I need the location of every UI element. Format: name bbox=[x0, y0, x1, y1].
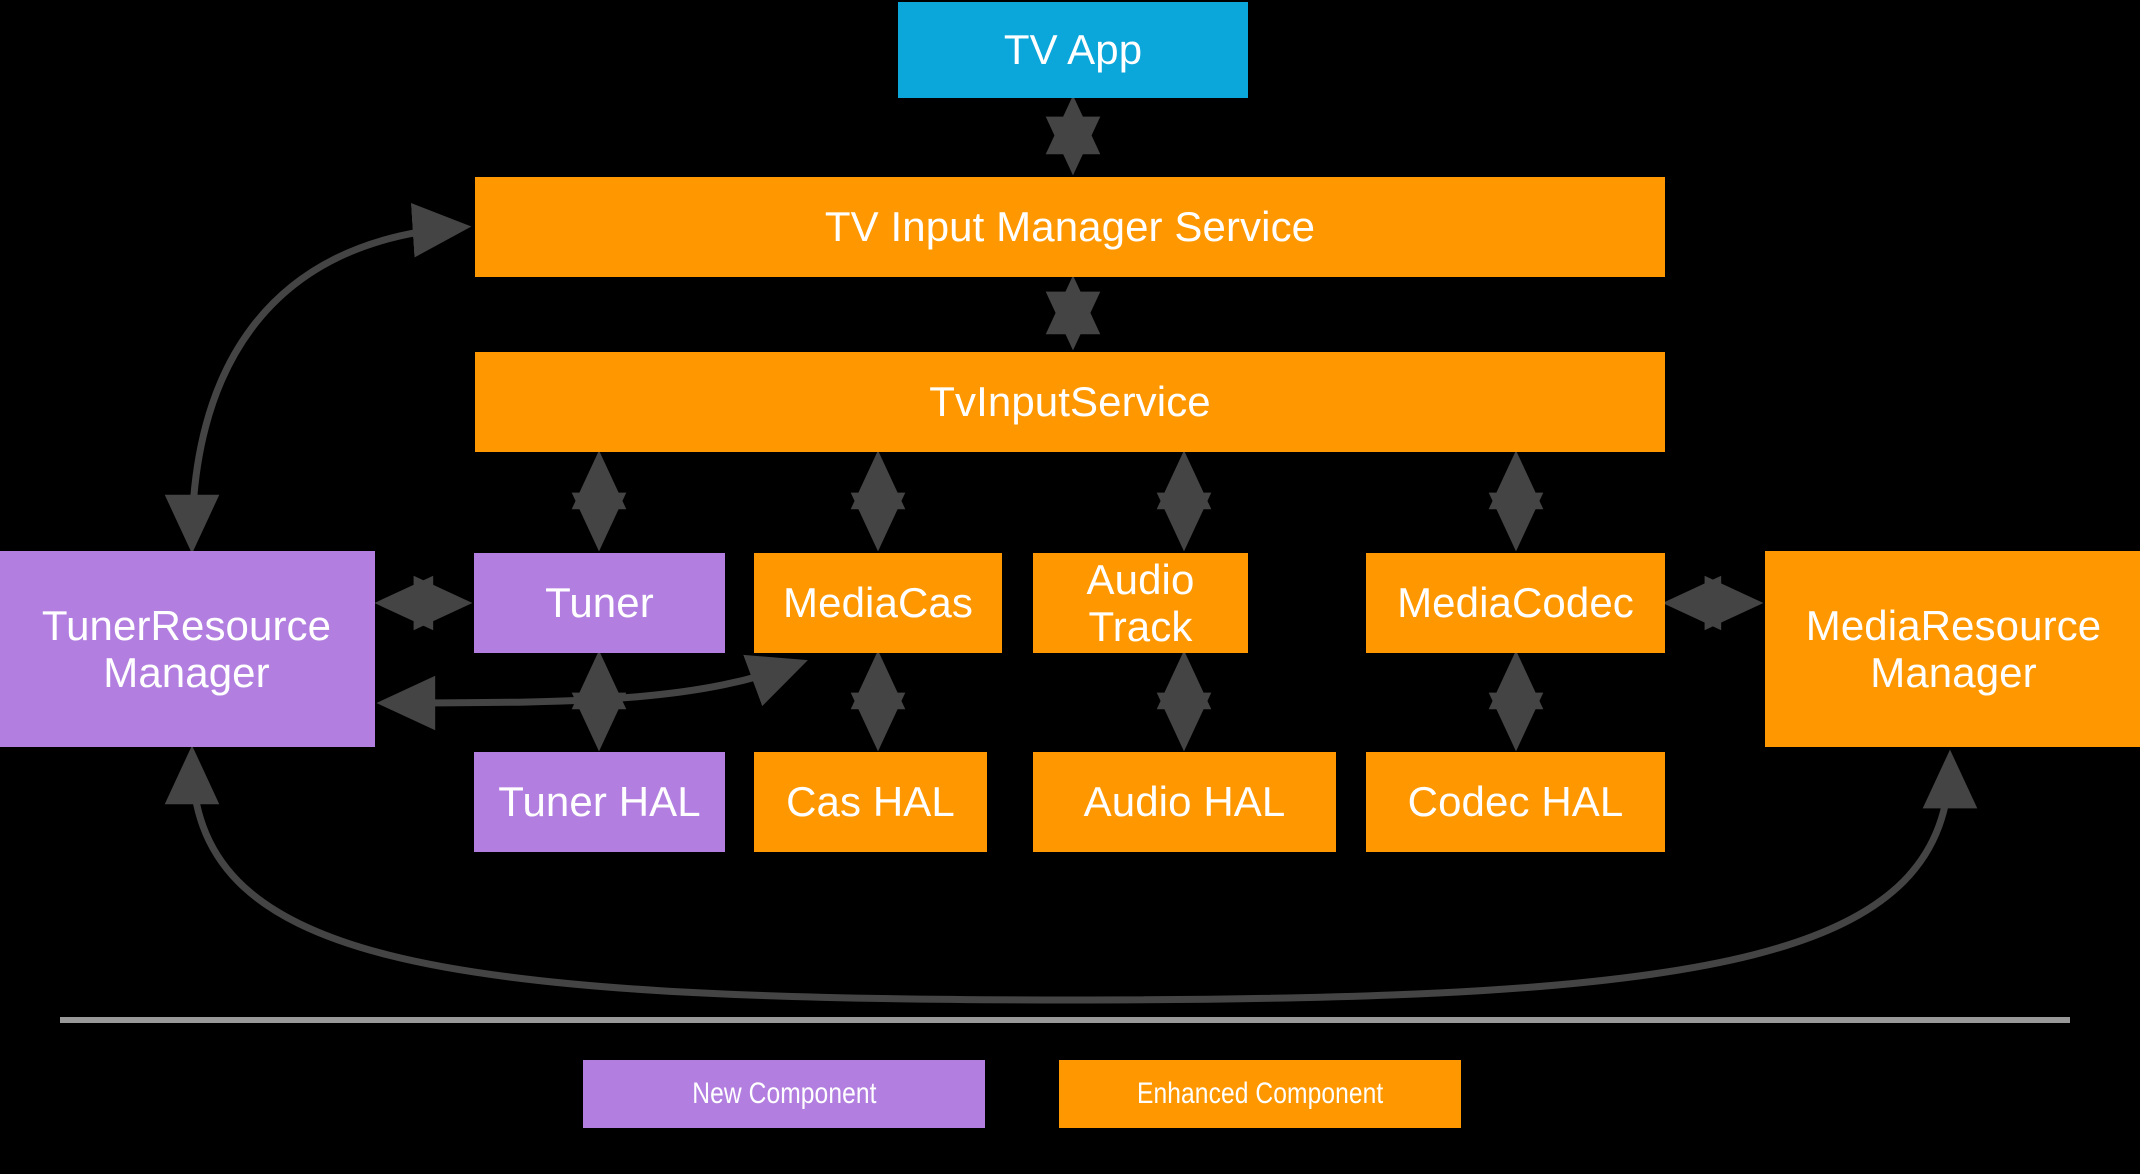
node-media-resource-manager-line2: Manager bbox=[1870, 649, 2037, 696]
node-tuner[interactable]: Tuner bbox=[474, 553, 725, 653]
connector-trm-mediacas-curve bbox=[376, 654, 808, 731]
node-media-codec-label: MediaCodec bbox=[1397, 579, 1634, 627]
node-audio-track[interactable]: Audio Track bbox=[1033, 553, 1248, 653]
node-tv-input-manager-service-label: TV Input Manager Service bbox=[824, 203, 1316, 251]
legend-new-component: New Component bbox=[583, 1060, 985, 1128]
node-cas-hal[interactable]: Cas HAL bbox=[754, 752, 987, 852]
node-codec-hal[interactable]: Codec HAL bbox=[1366, 752, 1665, 852]
legend-enhanced-component: Enhanced Component bbox=[1059, 1060, 1461, 1128]
node-tuner-label: Tuner bbox=[545, 579, 654, 627]
node-tv-input-service-label: TvInputService bbox=[929, 378, 1211, 426]
node-tv-input-manager-service[interactable]: TV Input Manager Service bbox=[475, 177, 1665, 277]
node-audio-hal[interactable]: Audio HAL bbox=[1033, 752, 1336, 852]
node-media-cas-label: MediaCas bbox=[783, 579, 973, 627]
node-media-resource-manager[interactable]: MediaResource Manager bbox=[1765, 551, 2140, 747]
node-audio-track-label: Audio Track bbox=[1086, 555, 1195, 650]
node-audio-hal-label: Audio HAL bbox=[1083, 778, 1286, 826]
node-media-codec[interactable]: MediaCodec bbox=[1366, 553, 1665, 653]
node-cas-hal-label: Cas HAL bbox=[786, 778, 955, 826]
node-tuner-resource-manager[interactable]: TunerResource Manager bbox=[0, 551, 375, 747]
node-media-resource-manager-label: MediaResource Manager bbox=[1798, 602, 2109, 696]
node-tuner-resource-manager-line2: Manager bbox=[103, 649, 270, 696]
node-media-cas[interactable]: MediaCas bbox=[754, 553, 1002, 653]
node-tv-app-label: TV App bbox=[1003, 26, 1143, 74]
node-media-resource-manager-line1: MediaResource bbox=[1805, 601, 2102, 649]
node-tuner-resource-manager-line1: TunerResource bbox=[41, 601, 332, 649]
legend-new-component-label: New Component bbox=[691, 1077, 877, 1111]
node-tuner-hal-label: Tuner HAL bbox=[498, 778, 701, 826]
node-codec-hal-label: Codec HAL bbox=[1407, 778, 1624, 826]
legend-enhanced-component-label: Enhanced Component bbox=[1136, 1077, 1384, 1111]
node-tuner-resource-manager-label: TunerResource Manager bbox=[34, 602, 339, 696]
connector-trm-tims-curve bbox=[164, 203, 472, 554]
node-tuner-hal[interactable]: Tuner HAL bbox=[474, 752, 725, 852]
node-tv-app[interactable]: TV App bbox=[898, 2, 1248, 98]
node-tv-input-service[interactable]: TvInputService bbox=[475, 352, 1665, 452]
